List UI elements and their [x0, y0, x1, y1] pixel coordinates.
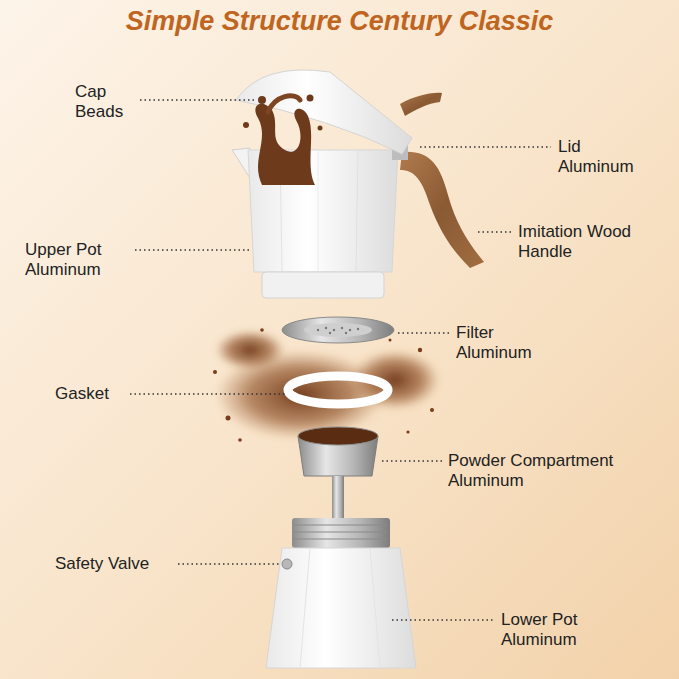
part-label: Lid Aluminum — [558, 137, 653, 177]
coffee-drop — [318, 126, 323, 131]
safety-valve — [282, 559, 292, 569]
lower-pot — [266, 518, 416, 668]
part-label: Imitation Wood Handle — [518, 222, 658, 262]
filter-plate — [282, 317, 394, 343]
spout — [232, 148, 250, 178]
coffee-splash-arc — [268, 96, 300, 112]
powder-grain — [238, 438, 242, 442]
leader-line — [398, 332, 450, 333]
leader-line — [135, 249, 250, 250]
coffee-splash-shape — [255, 104, 315, 185]
powder-grain — [213, 370, 217, 374]
coffee-powder — [213, 328, 440, 442]
facet — [370, 548, 380, 668]
lid-knob — [400, 93, 442, 116]
funnel-coffee — [298, 427, 378, 445]
title: Simple Structure Century Classic — [0, 4, 679, 38]
powder-compartment — [298, 427, 378, 520]
facet — [356, 150, 358, 272]
part-label: Lower Pot Aluminum — [501, 610, 611, 650]
powder-cloud — [215, 330, 285, 370]
part-label: Safety Valve — [55, 554, 185, 574]
leader-line — [140, 99, 256, 100]
coffee-drop — [258, 96, 266, 104]
facet — [318, 150, 319, 272]
powder-grain — [406, 430, 409, 433]
leader-line — [382, 460, 442, 461]
filter — [282, 317, 394, 343]
leader-line — [478, 231, 512, 232]
wood-handle — [400, 152, 484, 268]
funnel-tube — [332, 476, 344, 520]
powder-grain — [418, 348, 422, 352]
facet — [300, 548, 310, 668]
part-label: Gasket — [55, 384, 145, 404]
coffee-drop — [307, 95, 314, 102]
filter-mesh — [304, 323, 372, 337]
leader-line — [130, 393, 286, 394]
part-label: Filter Aluminum — [456, 323, 556, 363]
thread — [294, 532, 388, 533]
lower-pot-body — [266, 548, 416, 668]
thread — [294, 539, 388, 540]
powder-grain — [389, 339, 392, 342]
part-label: Powder Compartment Aluminum — [448, 451, 653, 491]
powder-grain — [260, 328, 264, 332]
thread — [294, 525, 388, 526]
filter-holes — [317, 327, 359, 334]
upper-pot-base — [262, 272, 384, 298]
part-label: Upper Pot Aluminum — [25, 240, 130, 280]
coffee-splash — [243, 95, 323, 186]
powder-grain — [430, 408, 434, 412]
leader-line — [420, 146, 551, 147]
part-label: Cap Beads — [75, 82, 135, 122]
powder-grain — [226, 416, 231, 421]
thread-band — [292, 518, 390, 548]
leader-line — [392, 619, 495, 620]
leader-line — [178, 563, 280, 564]
gasket-ring — [288, 376, 388, 404]
coffee-drop — [243, 122, 249, 128]
